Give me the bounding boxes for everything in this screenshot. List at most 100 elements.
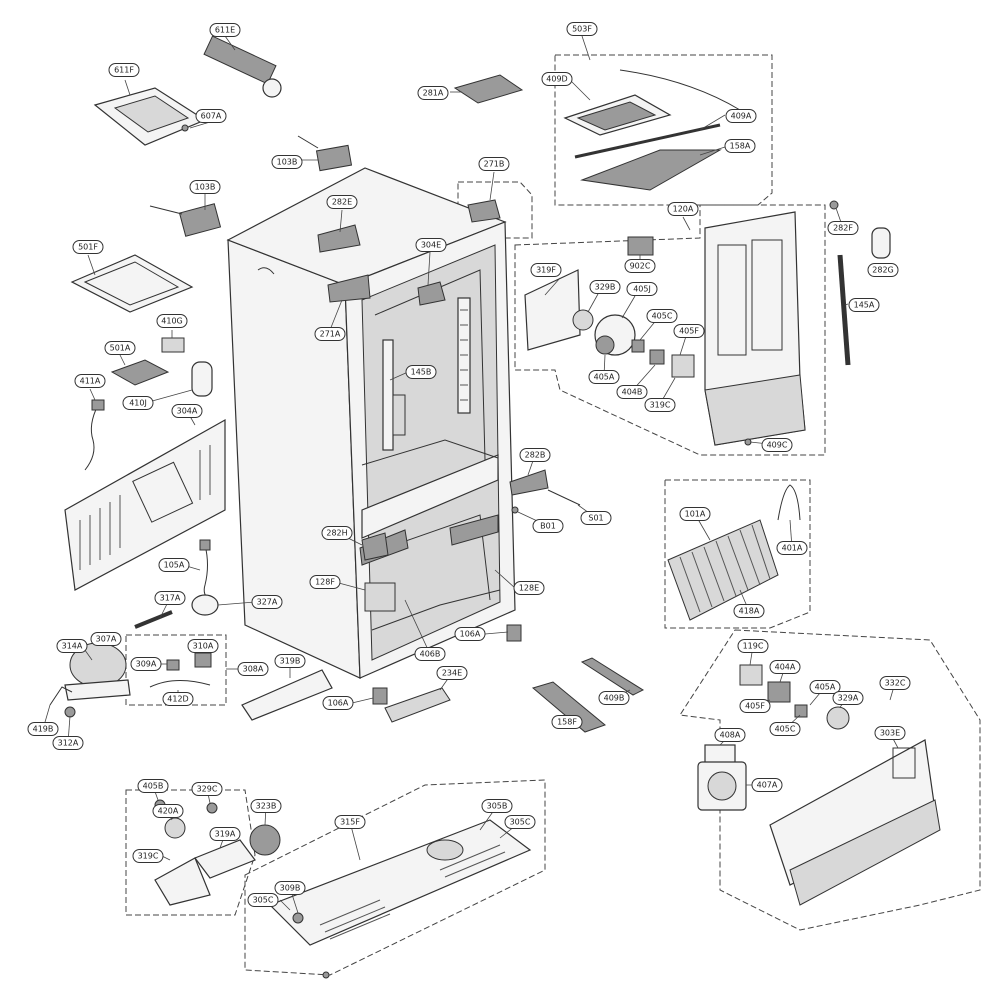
rear-cover-panel [132,461,194,523]
callout-412d: 412D [162,692,194,706]
callout-label: 303E [880,729,900,738]
icemaker-seal-409a [574,123,721,159]
seal-409b [580,657,645,696]
fan-blade-329a [826,706,850,730]
callout-label: 406B [420,650,441,659]
evaporator-cover-panel-right [751,239,783,351]
callout-282h: 282H [321,526,353,540]
callout-label: 282H [326,529,347,538]
callout-label: 329A [838,694,859,703]
callout-282f: 282F [827,221,859,235]
callout-410g: 410G [156,314,188,328]
callout-319b: 319B [274,654,306,668]
callout-319c: 319C [644,398,676,412]
callout-305c-right: 305C [504,815,536,829]
outline-damper-assembly [125,789,256,916]
callout-308a: 308A [237,662,269,676]
grommet-405c-lower [794,704,808,718]
callout-label: 128F [315,578,335,587]
damper-housing-319c [154,857,211,906]
damper-fan-323b [249,824,281,856]
main-pcb [110,359,170,386]
icemaker-wire-harness [619,69,741,111]
power-plug [91,399,105,411]
wire-412d [149,680,211,688]
base-plate [268,819,532,946]
run-capacitor [191,361,213,397]
callout-label: 405C [775,725,796,734]
callout-labels: 611E 611F 607A 103B 281A 503F 409D 409A … [27,22,911,907]
fan-grommet-405c [631,339,645,353]
callout-label: 410J [129,399,147,408]
callout-label: 419B [33,725,54,734]
callout-label: 401A [782,544,803,553]
pcb-cover-plate [70,254,194,313]
callout-label: 105A [164,561,185,570]
callout-282g: 282G [867,263,899,277]
callout-119c: 119C [737,639,769,653]
water-filter-cap [262,78,282,98]
callout-281a: 281A [417,86,449,100]
callout-405c-lower: 405C [769,722,801,736]
callout-label: 106A [460,630,481,639]
callout-label: 409C [767,441,788,450]
callout-309b: 309B [274,881,306,895]
callout-label: 405F [679,327,699,336]
callout-329b: 329B [589,280,621,294]
evaporator-coil [667,519,779,621]
parts-evaporator [361,469,801,621]
callout-304e: 304E [415,238,447,252]
callout-label: S01 [588,514,603,523]
callout-label: 503F [572,25,592,34]
compressor-base-314a [64,679,131,701]
callout-label: 418A [739,607,760,616]
power-cord [84,404,99,471]
parts-fan-assembly [524,200,891,446]
parts-base-assembly [154,799,532,979]
callout-405a: 405A [588,370,620,384]
evaporator-cover-panel-left [717,244,747,356]
callout-282e: 282E [326,195,358,209]
bracket-234e [384,687,451,723]
callout-329a: 329A [832,691,864,705]
callout-145a: 145A [848,298,880,312]
callout-label: 158F [557,718,577,727]
evaporator-fins [679,524,771,613]
heater-rod-145a [837,254,851,366]
hinge-lower-left [327,274,371,303]
clip-282f [829,200,839,210]
callout-label: 405F [745,702,765,711]
base-grommet-309b [292,912,304,924]
callout-label: 271A [320,330,341,339]
callout-317a: 317A [154,591,186,605]
tube-317a [134,610,173,629]
callout-902c: 902C [624,259,656,273]
damper-cover-319a [194,839,256,879]
callout-label: 312A [58,739,79,748]
callout-120a: 120A [667,202,699,216]
base-screw-bottom [322,971,330,979]
defrost-heater-401a [777,484,801,521]
outline-lower-fan-assembly [679,629,981,931]
callout-label: 404B [622,388,643,397]
callout-408a: 408A [714,728,746,742]
callout-409d: 409D [541,72,573,86]
callout-label: 304E [421,241,441,250]
callout-label: 305C [510,818,531,827]
duct-cover-panel [892,747,916,779]
callout-304a: 304A [171,404,203,418]
callout-305c-left: 305C [247,893,279,907]
callout-420a: 420A [152,804,184,818]
callout-label: 408A [720,731,741,740]
filter-housing-inner [113,95,190,133]
callout-label: 407A [757,781,778,790]
callout-s01: S01 [580,511,612,525]
callout-label: 271B [484,160,505,169]
lamp-cover-upper [315,144,353,172]
lamp-cover-upper-screw [297,135,319,149]
outline-icemaker-cover [554,54,773,206]
damper-clip-329c [206,802,218,814]
callout-label: 405C [652,312,673,321]
callout-271a: 271A [314,327,346,341]
